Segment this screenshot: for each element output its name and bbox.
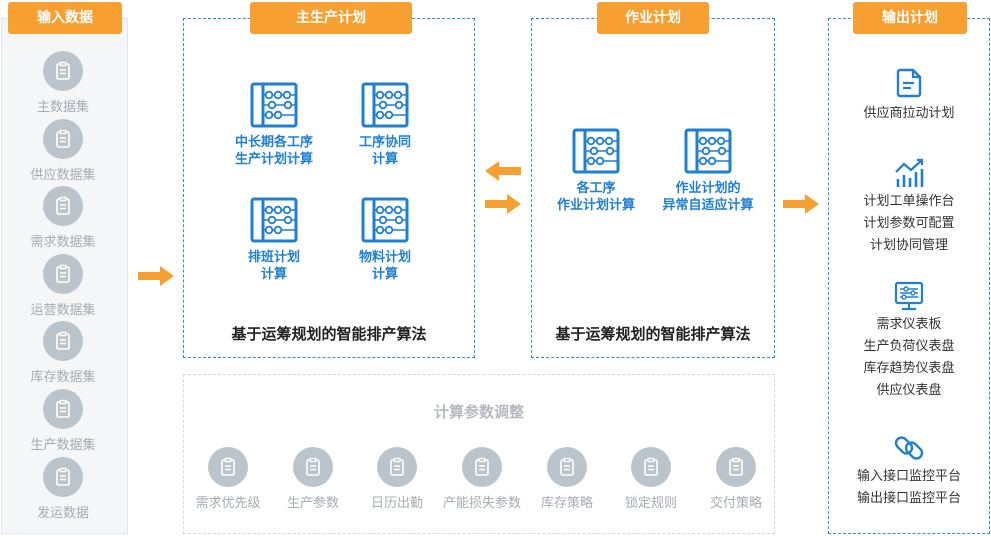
input-item-label: 主数据集 [36,100,89,115]
input-item-label: 生产数据集 [30,438,96,453]
clipboard-icon [43,186,83,226]
output-label: 生产负荷仪表盘 [863,339,955,354]
abacus-icon [250,197,298,243]
module-label: 工序协同 [358,135,411,150]
module-label: 计算 [371,152,398,167]
module-label: 作业计划的 [675,181,741,196]
output-group: 输入接口监控平台 输出接口监控平台 [829,432,989,510]
module-label: 排班计划 [247,250,300,265]
module-label: 作业计划计算 [556,198,635,213]
module-label: 计算 [260,267,287,282]
output-panel-tag: 输出计划 [853,2,967,34]
output-label: 计划协同管理 [869,238,948,253]
clipboard-icon [43,119,83,159]
output-group: 需求仪表板 生产负荷仪表盘 库存趋势仪表盘 供应仪表盘 [829,280,989,402]
clipboard-icon [293,447,333,487]
output-label: 计划参数可配置 [863,216,955,231]
output-label: 库存趋势仪表盘 [863,361,955,376]
module-label: 生产计划计算 [234,152,313,167]
output-label: 供应商拉动计划 [863,106,955,121]
abacus-icon [684,128,732,174]
param-label: 需求优先级 [195,496,261,511]
param-label: 产能损失参数 [442,496,521,511]
input-item-label: 运营数据集 [30,303,96,318]
output-label: 输入接口监控平台 [856,469,961,484]
bar-chart-icon [895,158,924,187]
master-module: 排班计划 计算 [224,197,324,283]
master-plan-panel [183,18,475,358]
clipboard-icon [547,447,587,487]
clipboard-icon [43,457,83,497]
output-label: 供应仪表盘 [876,383,942,398]
dashboard-icon [894,281,924,311]
param-label: 日历出勤 [370,496,423,511]
clipboard-icon [43,254,83,294]
link-icon [894,436,924,460]
arrow-right-icon [783,194,819,214]
algorithm-caption: 基于运筹规划的智能排产算法 [231,325,427,343]
arrow-left-icon [485,161,521,181]
module-label: 物料计划 [358,250,411,265]
master-module: 中长期各工序 生产计划计算 [214,82,334,168]
master-plan-tag: 主生产计划 [250,2,412,34]
master-module: 工序协同 计算 [335,82,435,168]
abacus-icon [361,197,409,243]
module-label: 异常自适应计算 [662,198,754,213]
input-item-label: 需求数据集 [30,235,96,250]
job-plan-tag: 作业计划 [597,2,709,34]
clipboard-icon [43,321,83,361]
input-item-label: 库存数据集 [30,370,96,385]
input-item-label: 供应数据集 [30,168,96,183]
job-module: 作业计划的 异常自适应计算 [653,128,763,214]
param-label: 交付策略 [709,496,762,511]
master-module: 物料计划 计算 [335,197,435,283]
document-icon [896,68,922,98]
module-label: 各工序 [576,181,616,196]
clipboard-icon [43,51,83,91]
job-module: 各工序 作业计划计算 [546,128,646,214]
param-label: 生产参数 [286,496,339,511]
abacus-icon [572,128,620,174]
output-group: 供应商拉动计划 [829,66,989,125]
clipboard-icon [377,447,417,487]
output-label: 计划工单操作台 [863,194,955,209]
output-group: 计划工单操作台 计划参数可配置 计划协同管理 [829,157,989,257]
clipboard-icon [208,447,248,487]
param-label: 锁定规则 [624,496,677,511]
output-label: 输出接口监控平台 [856,491,961,506]
param-label: 库存策略 [540,496,593,511]
arrow-right-icon [138,266,174,286]
clipboard-icon [631,447,671,487]
abacus-icon [250,82,298,128]
arrow-right-icon [485,194,521,214]
module-label: 计算 [371,267,398,282]
clipboard-icon [43,389,83,429]
input-panel-tag: 输入数据 [8,2,122,34]
clipboard-icon [716,447,756,487]
params-panel [183,374,775,534]
clipboard-icon [462,447,502,487]
abacus-icon [361,82,409,128]
input-item-label: 发运数据 [36,506,89,521]
params-title: 计算参数调整 [433,403,524,421]
algorithm-caption: 基于运筹规划的智能排产算法 [555,325,751,343]
module-label: 中长期各工序 [234,135,313,150]
output-label: 需求仪表板 [876,317,942,332]
